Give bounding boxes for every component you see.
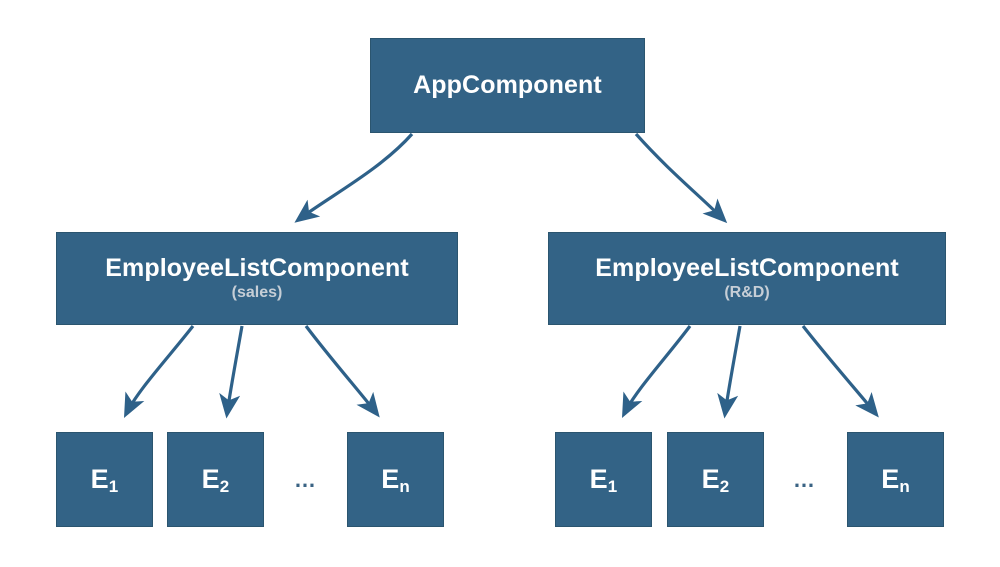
node-employee-left-1-label: E1 — [90, 463, 119, 496]
arrow-app-to-rnd — [634, 132, 728, 224]
node-employee-left-2-sub: 2 — [219, 476, 230, 496]
node-employee-list-rnd-label: EmployeeListComponent — [595, 253, 899, 282]
arrow-rnd-to-e2 — [717, 325, 742, 419]
node-employee-left-n-label: En — [381, 463, 410, 496]
arrow-rnd-to-e1 — [621, 325, 692, 419]
arrow-sales-to-e1 — [123, 325, 195, 419]
ellipsis-left: … — [294, 467, 318, 492]
node-employee-right-1-base: E — [589, 463, 608, 494]
node-employee-list-sales-sublabel: (sales) — [231, 284, 283, 302]
node-employee-left-2[interactable]: E2 — [167, 432, 264, 527]
node-employee-right-1-sub: 1 — [607, 476, 618, 496]
node-employee-left-1-sub: 1 — [108, 476, 119, 496]
node-employee-left-2-base: E — [201, 463, 220, 494]
node-employee-left-2-label: E2 — [201, 463, 230, 496]
node-employee-right-n[interactable]: En — [847, 432, 944, 527]
node-employee-list-sales-label: EmployeeListComponent — [105, 253, 409, 282]
node-employee-right-1-label: E1 — [589, 463, 618, 496]
node-employee-left-n[interactable]: En — [347, 432, 444, 527]
node-app-component-label: AppComponent — [413, 70, 602, 99]
node-employee-right-2-label: E2 — [701, 463, 730, 496]
node-employee-left-1-base: E — [90, 463, 109, 494]
node-employee-right-1[interactable]: E1 — [555, 432, 652, 527]
node-employee-left-n-sub: n — [399, 476, 410, 496]
node-employee-left-1[interactable]: E1 — [56, 432, 153, 527]
node-employee-right-2[interactable]: E2 — [667, 432, 764, 527]
node-employee-right-n-label: En — [881, 463, 910, 496]
node-employee-list-rnd[interactable]: EmployeeListComponent (R&D) — [548, 232, 946, 325]
node-employee-list-rnd-sublabel: (R&D) — [724, 284, 770, 302]
node-employee-right-n-base: E — [881, 463, 900, 494]
ellipsis-right: … — [793, 467, 817, 492]
node-employee-left-n-base: E — [381, 463, 400, 494]
arrow-app-to-sales — [294, 132, 414, 223]
node-employee-right-2-sub: 2 — [719, 476, 730, 496]
arrow-rnd-to-en — [801, 325, 879, 418]
node-employee-right-n-sub: n — [899, 476, 910, 496]
arrow-sales-to-en — [304, 325, 380, 418]
node-app-component[interactable]: AppComponent — [370, 38, 645, 133]
node-employee-list-sales[interactable]: EmployeeListComponent (sales) — [56, 232, 458, 325]
node-employee-right-2-base: E — [701, 463, 720, 494]
arrow-sales-to-e2 — [219, 325, 244, 419]
